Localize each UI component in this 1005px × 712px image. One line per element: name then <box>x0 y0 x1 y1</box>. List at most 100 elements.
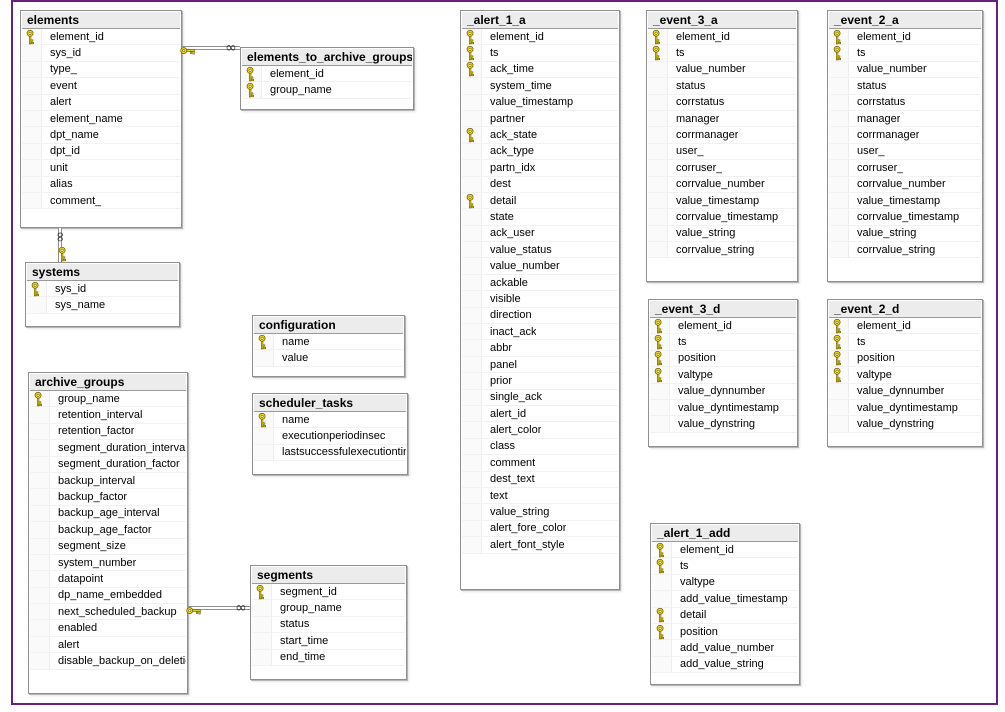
table-row[interactable]: value_number <box>648 61 796 79</box>
table-header[interactable]: _event_2_a <box>829 12 981 29</box>
table-row[interactable]: sys_id <box>27 281 178 298</box>
table-row[interactable]: user_ <box>829 143 981 161</box>
table-header[interactable]: _event_3_a <box>648 12 796 29</box>
table-row[interactable]: name <box>254 334 403 351</box>
table-row[interactable]: valtype <box>650 367 796 384</box>
table-row[interactable]: partner <box>462 110 618 128</box>
table-row[interactable]: type_ <box>22 61 180 79</box>
table-row[interactable]: value_dyntimestamp <box>650 399 796 417</box>
table-row[interactable]: element_name <box>22 110 180 128</box>
table-row[interactable]: corrstatus <box>648 94 796 111</box>
table-row[interactable]: value_dynnumber <box>829 383 981 400</box>
table-row[interactable]: corruser_ <box>829 160 981 177</box>
table-row[interactable]: segment_duration_factor <box>30 456 186 473</box>
table-row[interactable]: element_id <box>650 318 796 335</box>
table-row[interactable]: system_time <box>462 78 618 95</box>
table-row[interactable]: segment_duration_interval <box>30 440 186 457</box>
table-row[interactable]: sys_id <box>22 45 180 62</box>
table-row[interactable]: value_string <box>462 504 618 521</box>
table-row[interactable]: alert_font_style <box>462 537 618 554</box>
table-row[interactable]: position <box>652 623 798 641</box>
table-row[interactable]: system_number <box>30 554 186 572</box>
table-row[interactable]: element_id <box>22 29 180 46</box>
table-row[interactable]: ts <box>648 45 796 62</box>
table-row[interactable]: value_dyntimestamp <box>829 399 981 417</box>
table-row[interactable]: partn_idx <box>462 160 618 177</box>
table-row[interactable]: value_dynstring <box>650 416 796 433</box>
table-row[interactable]: disable_backup_on_deletion <box>30 653 186 670</box>
table-row[interactable]: ackable <box>462 274 618 292</box>
table-row[interactable]: ts <box>650 334 796 351</box>
table-row[interactable]: backup_age_interval <box>30 505 186 523</box>
table-row[interactable]: add_value_string <box>652 656 798 674</box>
table-row[interactable]: retention_interval <box>30 407 186 424</box>
table-row[interactable]: dest <box>462 176 618 193</box>
table-row[interactable]: value_number <box>462 258 618 275</box>
table-row[interactable]: corrvalue_number <box>829 176 981 193</box>
table-row[interactable]: dpt_name <box>22 127 180 144</box>
table-row[interactable]: dpt_id <box>22 143 180 161</box>
table-row[interactable]: event <box>22 78 180 95</box>
table-row[interactable]: unit <box>22 160 180 177</box>
table-row[interactable]: text <box>462 487 618 505</box>
table-row[interactable]: value_status <box>462 242 618 259</box>
table-row[interactable]: value_string <box>648 225 796 243</box>
table-row[interactable]: sys_name <box>27 297 178 314</box>
table-row[interactable]: corrvalue_number <box>648 176 796 193</box>
table-row[interactable]: corrstatus <box>829 94 981 111</box>
table-row[interactable]: segment_id <box>252 584 405 601</box>
table-row[interactable]: panel <box>462 356 618 374</box>
table-row[interactable]: start_time <box>252 633 405 650</box>
table-row[interactable]: single_ack <box>462 389 618 406</box>
table-row[interactable]: value_number <box>829 61 981 79</box>
table-row[interactable]: alert <box>22 94 180 111</box>
table-header[interactable]: scheduler_tasks <box>254 395 406 412</box>
table-row[interactable]: value_timestamp <box>462 94 618 111</box>
table-row[interactable]: name <box>254 412 406 429</box>
table-row[interactable]: corruser_ <box>648 160 796 177</box>
table-row[interactable]: dest_text <box>462 471 618 488</box>
table-row[interactable]: corrvalue_string <box>648 242 796 259</box>
table-row[interactable]: group_name <box>30 391 186 408</box>
table-row[interactable]: value_dynnumber <box>650 383 796 400</box>
table-row[interactable]: status <box>648 78 796 95</box>
table-row[interactable]: lastsuccessfulexecutiontimesta... <box>254 444 406 462</box>
table-row[interactable]: class <box>462 438 618 456</box>
table-row[interactable]: backup_interval <box>30 472 186 490</box>
table-row[interactable]: ack_time <box>462 61 618 79</box>
table-row[interactable]: value_dynstring <box>829 416 981 433</box>
table-row[interactable]: ts <box>829 45 981 62</box>
table-row[interactable]: valtype <box>652 574 798 592</box>
table-row[interactable]: alert_id <box>462 405 618 423</box>
table-header[interactable]: _event_2_d <box>829 301 981 318</box>
table-row[interactable]: visible <box>462 291 618 308</box>
table-row[interactable]: element_id <box>462 29 618 46</box>
table-row[interactable]: element_id <box>652 542 798 559</box>
table-header[interactable]: _alert_1_a <box>462 12 618 29</box>
table-row[interactable]: corrvalue_timestamp <box>829 209 981 226</box>
table-row[interactable]: manager <box>829 110 981 128</box>
table-row[interactable]: alert <box>30 636 186 654</box>
table-row[interactable]: ack_state <box>462 127 618 144</box>
table-row[interactable]: dp_name_embedded <box>30 587 186 605</box>
table-row[interactable]: add_value_number <box>652 640 798 657</box>
table-row[interactable]: corrmanager <box>648 127 796 144</box>
table-row[interactable]: ts <box>829 334 981 351</box>
table-header[interactable]: segments <box>252 567 405 584</box>
table-row[interactable]: group_name <box>242 82 412 99</box>
table-row[interactable]: backup_age_factor <box>30 522 186 539</box>
table-header[interactable]: systems <box>27 264 178 281</box>
table-row[interactable]: alert_fore_color <box>462 520 618 538</box>
table-row[interactable]: datapoint <box>30 571 186 588</box>
